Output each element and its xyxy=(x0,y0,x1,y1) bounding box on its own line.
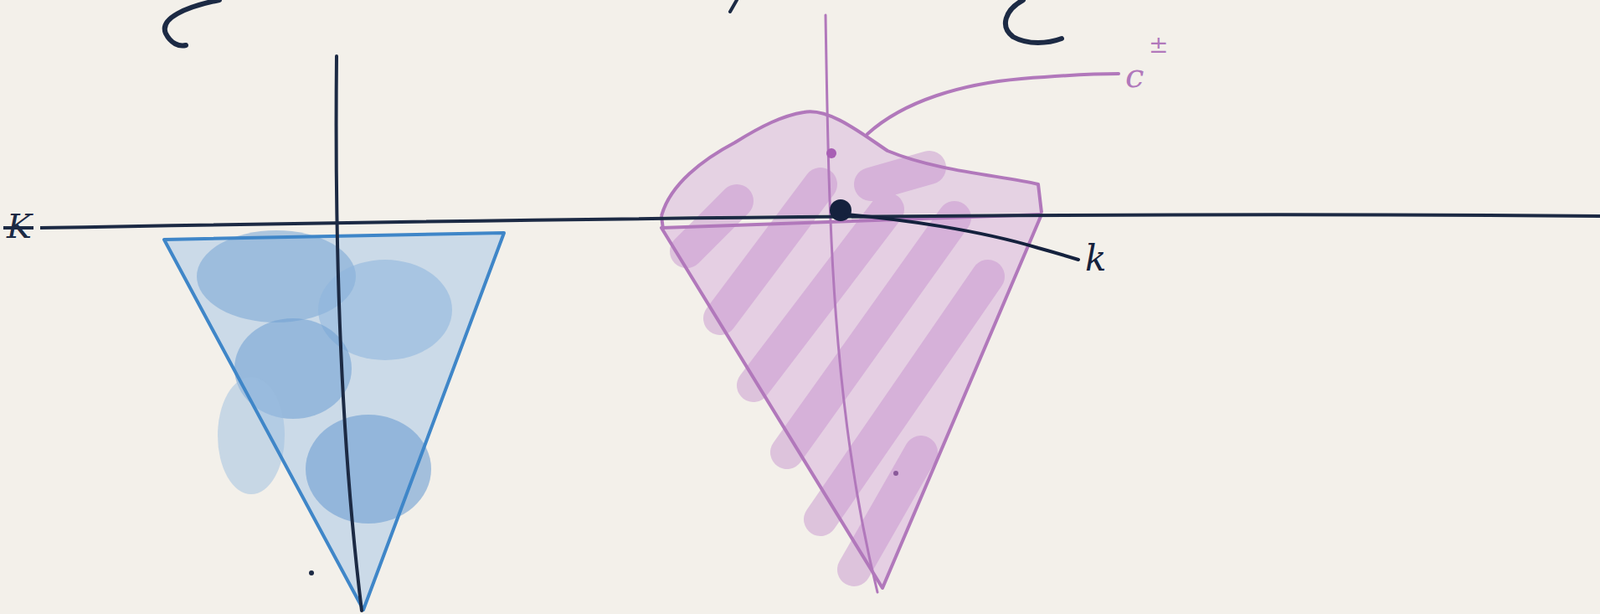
blue-cone xyxy=(164,56,505,611)
axis-line xyxy=(40,214,1600,228)
curve-label: c xyxy=(1125,58,1144,93)
leader-line xyxy=(845,214,1079,260)
cropped-stroke xyxy=(1005,0,1062,43)
point xyxy=(829,199,852,222)
cropped-stroke xyxy=(164,0,220,46)
axis-label: K xyxy=(6,209,32,243)
superscript: ± xyxy=(1148,33,1168,57)
cropped-stroke xyxy=(730,0,737,12)
purple-kite xyxy=(661,15,1042,592)
leader-line xyxy=(867,73,1119,134)
point-label: k xyxy=(1085,241,1107,277)
